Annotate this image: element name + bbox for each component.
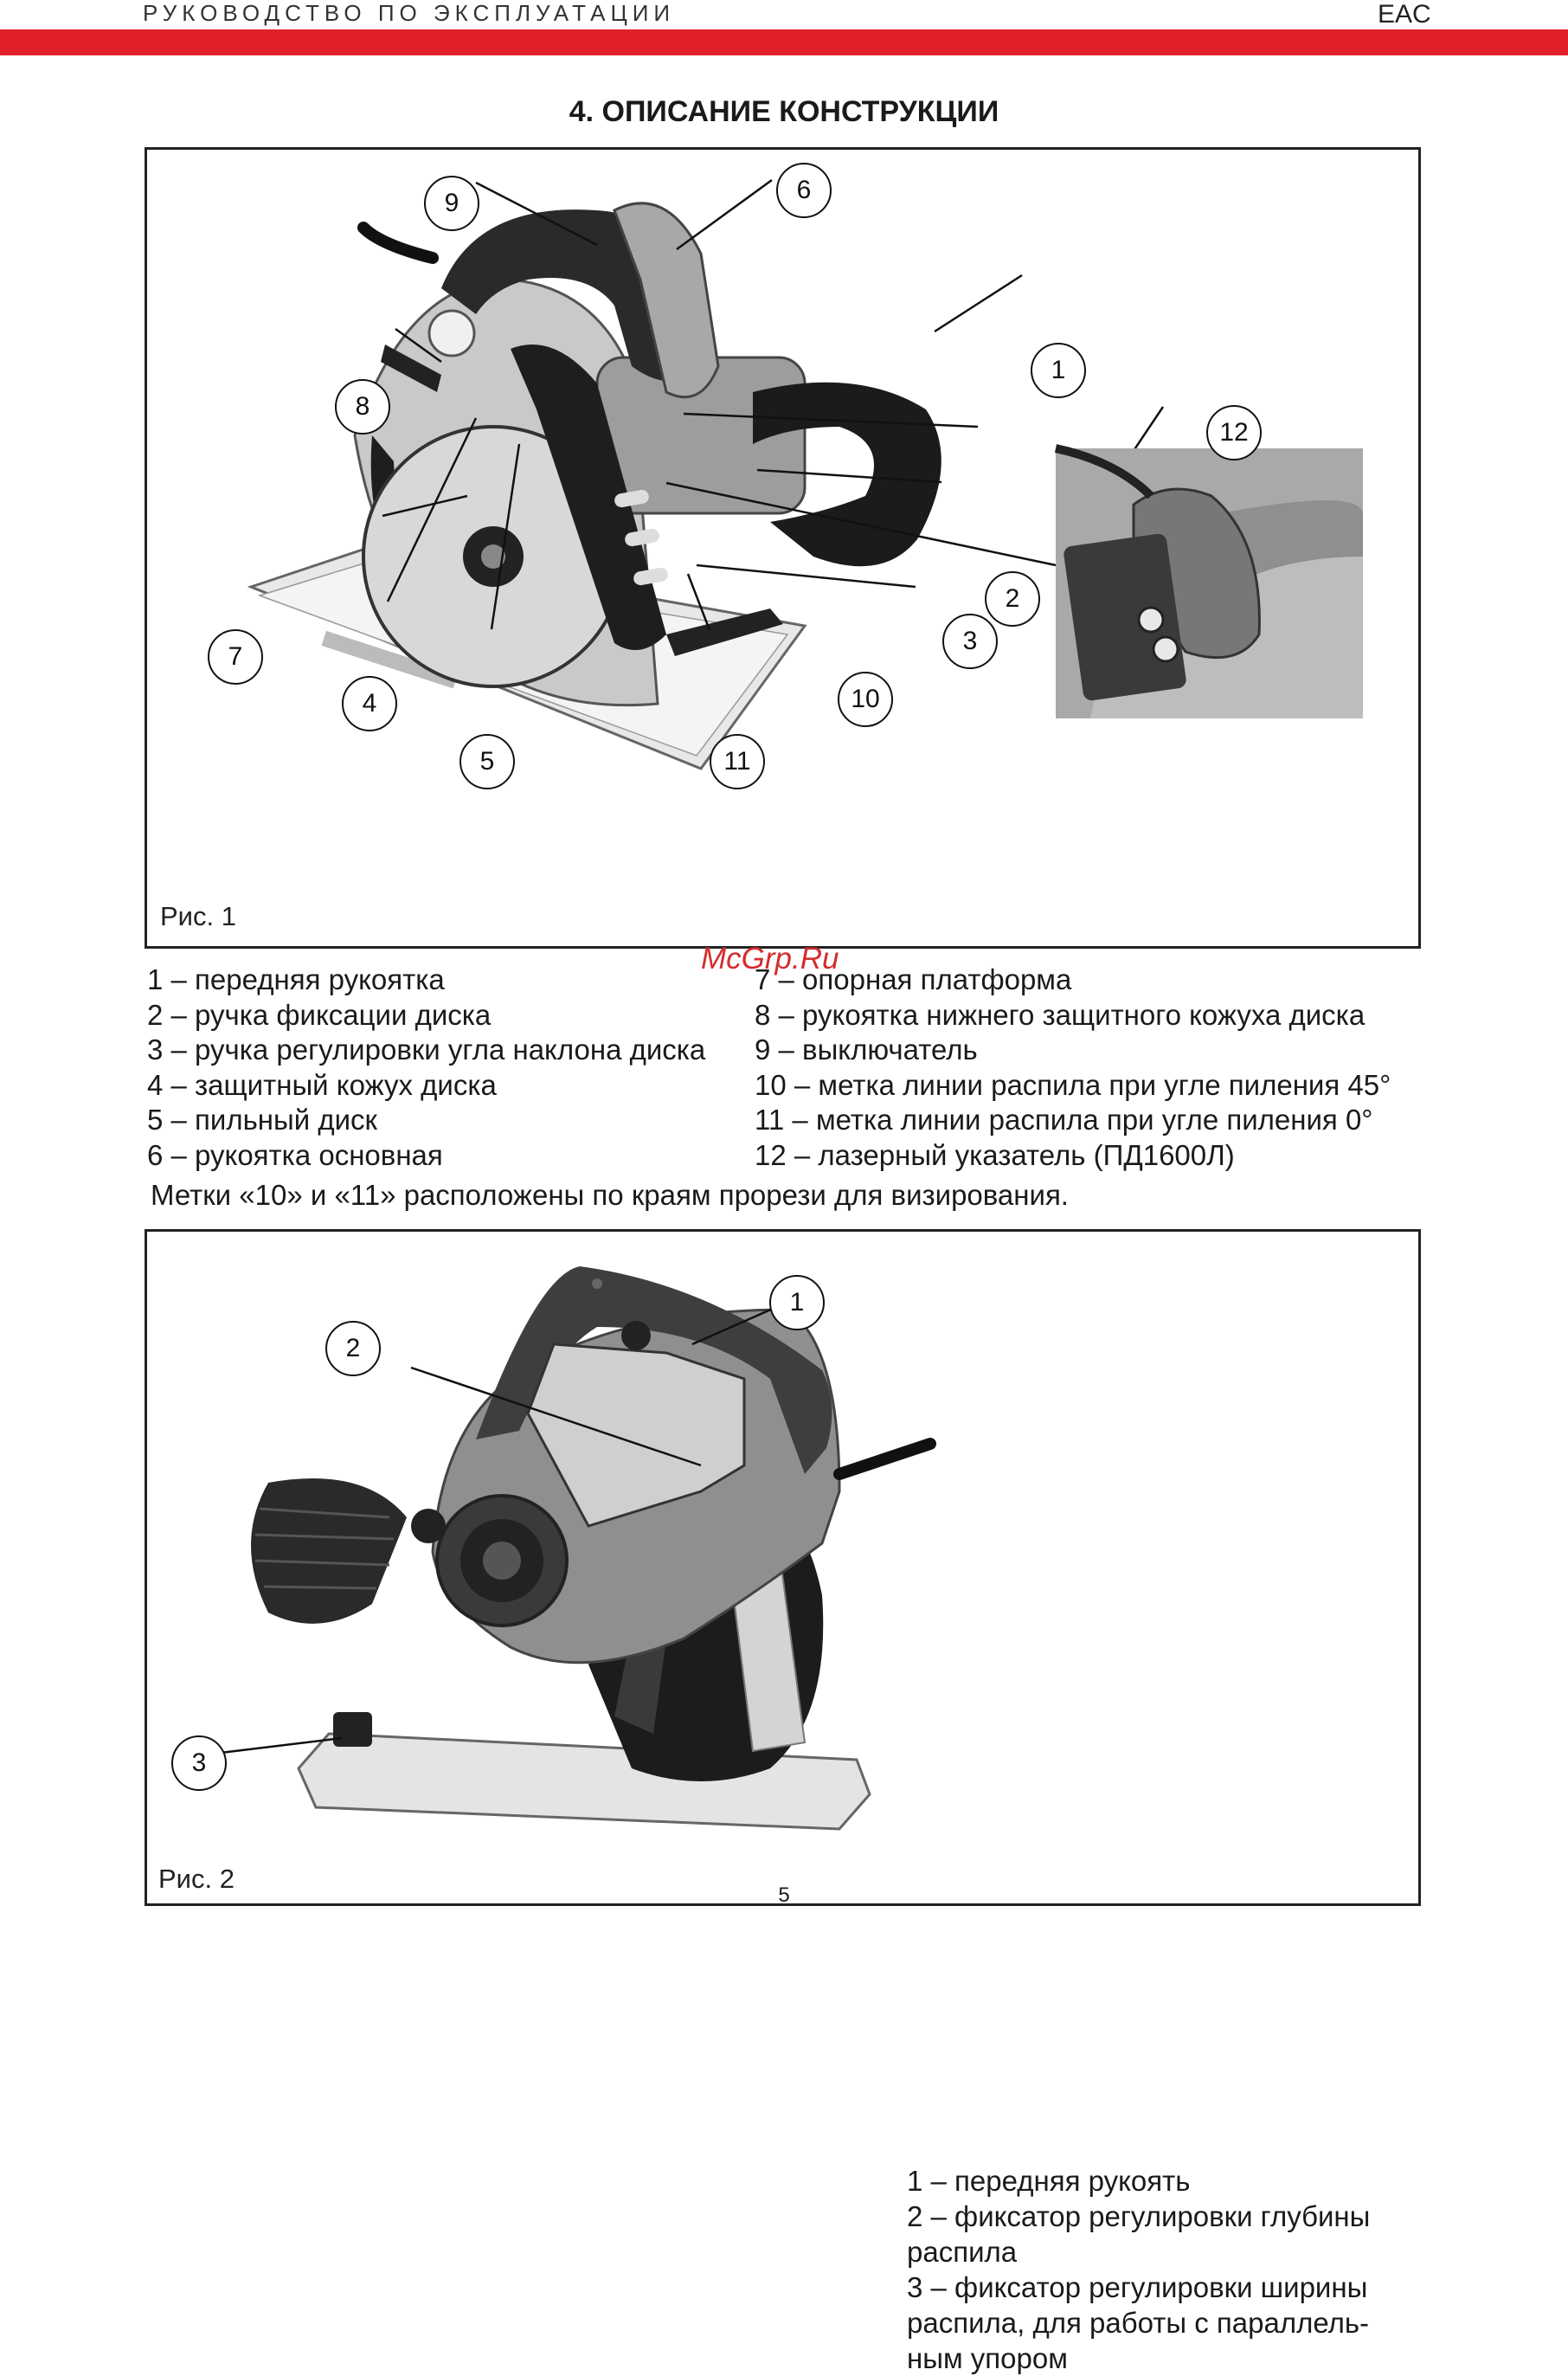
callout-5: 5 — [459, 734, 515, 789]
figure-2-frame: 1 2 3 1 – передняя рукоять 2 – фиксатор … — [145, 1229, 1421, 2374]
legend-item: 10 – метка линии распила при угле пилени… — [755, 1068, 1391, 1101]
legend-item: 3 – ручка регулировки угла наклона диска — [147, 1033, 706, 1066]
callout-2: 2 — [985, 571, 1040, 627]
circular-saw-drawing — [247, 178, 1363, 770]
callout-8: 8 — [335, 379, 390, 435]
legend-item: 8 – рукоятка нижнего защитного кожуха ди… — [755, 998, 1366, 1031]
legend-item: 2 – фиксатор регулировки глубины распила — [907, 2200, 1371, 2268]
callout-1: 1 — [769, 1275, 825, 1330]
callout-11: 11 — [710, 734, 765, 789]
legend-item: 2 – ручка фиксации диска — [147, 998, 492, 1031]
callout-3: 3 — [942, 614, 998, 669]
legend-item: 12 – лазерный указатель (ПД1600Л) — [755, 1138, 1235, 1171]
legend-left: 1 – передняя рукоятка 2 – ручка фиксации… — [147, 963, 705, 1173]
section-title: 4. ОПИСАНИЕ КОНСТРУКЦИИ — [569, 95, 999, 128]
page-number: 5 — [778, 1883, 790, 1907]
legend-item: 1 – передняя рукоять — [907, 2165, 1191, 2197]
eac-mark: EAC — [1378, 0, 1431, 29]
callout-10: 10 — [838, 672, 893, 727]
legend-item: 6 – рукоятка основная — [147, 1138, 443, 1171]
circular-saw-side-drawing — [220, 1266, 936, 1831]
callout-12: 12 — [1206, 405, 1262, 460]
watermark: McGrp.Ru — [701, 942, 839, 976]
figure-1-frame: 9 6 1 8 12 2 3 7 4 10 5 11 Рис. 1 — [145, 147, 1421, 949]
callout-6: 6 — [776, 163, 832, 218]
figure-1-label: Рис. 1 — [160, 901, 236, 931]
legend-item: 7 – опорная платформа — [755, 963, 1072, 995]
callout-9: 9 — [424, 176, 479, 231]
callout-2: 2 — [325, 1321, 381, 1376]
legend-item: 1 – передняя рукоятка — [147, 963, 445, 995]
legend-item: 5 – пильный диск — [147, 1104, 377, 1136]
figure-2-legend: 1 – передняя рукоять 2 – фиксатор регули… — [907, 2163, 1422, 2376]
callout-1: 1 — [1031, 343, 1086, 398]
legend-right: 7 – опорная платформа 8 – рукоятка нижне… — [755, 963, 1391, 1173]
figure-2-label: Рис. 2 — [158, 1864, 235, 1894]
legend-item: 4 – защитный кожух диска — [147, 1068, 497, 1101]
sighting-note: Метки «10» и «11» расположены по краям п… — [151, 1179, 1069, 1211]
callout-7: 7 — [208, 629, 263, 685]
header-band — [0, 29, 1568, 55]
legend-item: 3 – фиксатор регулировки ширины распила,… — [907, 2271, 1370, 2374]
legend-item: 11 – метка линии распила при угле пилени… — [755, 1104, 1373, 1136]
manual-title: РУКОВОДСТВО ПО ЭКСПЛУАТАЦИИ — [143, 0, 676, 26]
callout-3: 3 — [171, 1735, 227, 1791]
legend-item: 9 – выключатель — [755, 1033, 978, 1066]
callout-4: 4 — [342, 676, 397, 731]
